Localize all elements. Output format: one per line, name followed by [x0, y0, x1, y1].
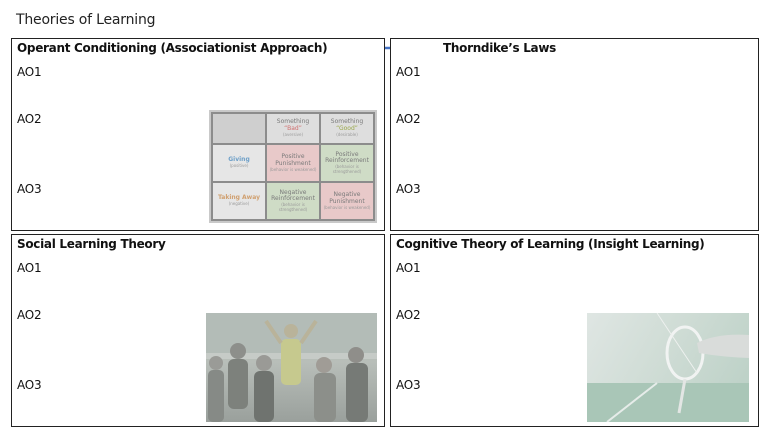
- page-title: Theories of Learning: [16, 12, 156, 28]
- thorndike-laws-box: Thorndike’s Laws AO1 AO2 AO3: [390, 38, 759, 231]
- box-title: Social Learning Theory: [17, 237, 166, 251]
- box-title: Cognitive Theory of Learning (Insight Le…: [396, 237, 705, 251]
- ao3-label: AO3: [17, 182, 42, 196]
- ao3-label: AO3: [17, 378, 42, 392]
- ao2-label: AO2: [17, 308, 42, 322]
- cognitive-theory-box: Cognitive Theory of Learning (Insight Le…: [390, 234, 759, 427]
- box-title: Operant Conditioning (Associationist App…: [17, 41, 328, 55]
- crowd-photo: [206, 313, 377, 422]
- social-learning-theory-box: Social Learning Theory AO1 AO2 AO3: [11, 234, 385, 427]
- ao3-label: AO3: [396, 182, 421, 196]
- racket-photo: [587, 313, 749, 422]
- grid-header-bad: Something “Bad” (aversive): [265, 112, 321, 145]
- grid-header-good: Something “Good” (desirable): [319, 112, 375, 145]
- grid-corner: [211, 112, 267, 145]
- ao2-label: AO2: [396, 112, 421, 126]
- operant-conditioning-box: Operant Conditioning (Associationist App…: [11, 38, 385, 231]
- grid-negative-reinforcement: Negative Reinforcement (behavior is stre…: [265, 180, 321, 222]
- ao2-label: AO2: [17, 112, 42, 126]
- ao1-label: AO1: [17, 65, 42, 79]
- ao1-label: AO1: [396, 261, 421, 275]
- ao1-label: AO1: [396, 65, 421, 79]
- grid-row-giving: Giving (positive): [211, 143, 267, 183]
- grid-row-taking-away: Taking Away (negative): [211, 180, 267, 222]
- grid-positive-punishment: Positive Punishment (behavior is weakene…: [265, 143, 321, 183]
- ao3-label: AO3: [396, 378, 421, 392]
- grid-positive-reinforcement: Positive Reinforcement (behavior is stre…: [319, 143, 375, 183]
- box-title: Thorndike’s Laws: [443, 41, 556, 55]
- grid-negative-punishment: Negative Punishment (behavior is weakene…: [319, 180, 375, 222]
- ao1-label: AO1: [17, 261, 42, 275]
- reinforcement-grid-image: Something “Bad” (aversive) Something “Go…: [209, 110, 377, 223]
- ao2-label: AO2: [396, 308, 421, 322]
